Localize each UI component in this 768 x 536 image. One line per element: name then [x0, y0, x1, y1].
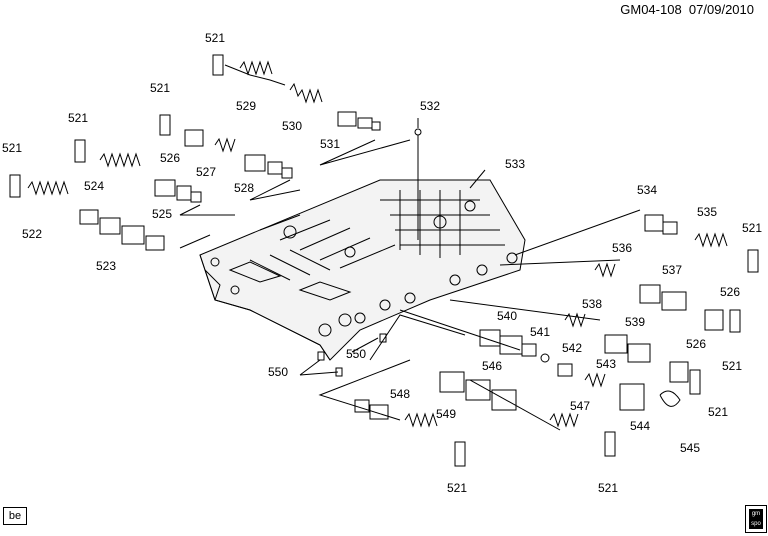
callout-521: 521 — [722, 359, 742, 373]
callout-524: 524 — [84, 179, 104, 193]
callout-523: 523 — [96, 259, 116, 273]
callout-543: 543 — [596, 357, 616, 371]
callout-521: 521 — [68, 111, 88, 125]
valve-assembly-522-523 — [9, 174, 165, 251]
valve-assembly-526-528 — [159, 114, 293, 179]
callout-544: 544 — [630, 419, 650, 433]
callout-533: 533 — [505, 157, 525, 171]
callout-542: 542 — [562, 341, 582, 355]
callout-526: 526 — [686, 337, 706, 351]
callout-550: 550 — [268, 365, 288, 379]
logo-mark: gm spo — [749, 509, 763, 529]
callout-521: 521 — [447, 481, 467, 495]
callout-527: 527 — [196, 165, 216, 179]
valve-assembly-524-525 — [74, 139, 202, 203]
footer-badge: be — [3, 507, 27, 525]
valve-assembly-536-537 — [594, 262, 741, 333]
callout-547: 547 — [570, 399, 590, 413]
valve-assembly-529-531 — [212, 54, 381, 131]
assembly-leader-lines — [179, 132, 641, 431]
callout-521: 521 — [150, 81, 170, 95]
callout-545: 545 — [680, 441, 700, 455]
callout-525: 525 — [152, 207, 172, 221]
valve-assembly-546-547 — [439, 371, 616, 457]
callout-521: 521 — [708, 405, 728, 419]
gm-spo-logo: gm spo — [745, 505, 767, 533]
callout-522: 522 — [22, 227, 42, 241]
callout-534: 534 — [637, 183, 657, 197]
figure-date: 07/09/2010 — [688, 2, 754, 17]
callout-539: 539 — [625, 315, 645, 329]
callout-540: 540 — [497, 309, 517, 323]
valve-assembly-540-545 — [479, 329, 681, 411]
callout-521: 521 — [2, 141, 22, 155]
callout-526: 526 — [160, 151, 180, 165]
callout-550: 550 — [346, 347, 366, 361]
callout-549: 549 — [436, 407, 456, 421]
callout-526: 526 — [720, 285, 740, 299]
callout-leaders — [299, 118, 486, 376]
valve-body — [199, 179, 526, 361]
callout-538: 538 — [582, 297, 602, 311]
callout-521: 521 — [742, 221, 762, 235]
valve-assembly-548-549 — [354, 399, 466, 467]
callout-529: 529 — [236, 99, 256, 113]
callout-530: 530 — [282, 119, 302, 133]
callout-535: 535 — [697, 205, 717, 219]
callout-536: 536 — [612, 241, 632, 255]
callout-521: 521 — [598, 481, 618, 495]
callout-531: 531 — [320, 137, 340, 151]
callout-528: 528 — [234, 181, 254, 195]
callout-521: 521 — [205, 31, 225, 45]
valve-assembly-534-535 — [644, 214, 759, 273]
callout-541: 541 — [530, 325, 550, 339]
callout-548: 548 — [390, 387, 410, 401]
callout-546: 546 — [482, 359, 502, 373]
valve-assembly-538-539 — [564, 312, 701, 395]
figure-code: GM04-108 — [620, 2, 682, 17]
figure-header: GM04-108 07/09/2010 — [620, 2, 754, 17]
callout-532: 532 — [420, 99, 440, 113]
callout-537: 537 — [662, 263, 682, 277]
